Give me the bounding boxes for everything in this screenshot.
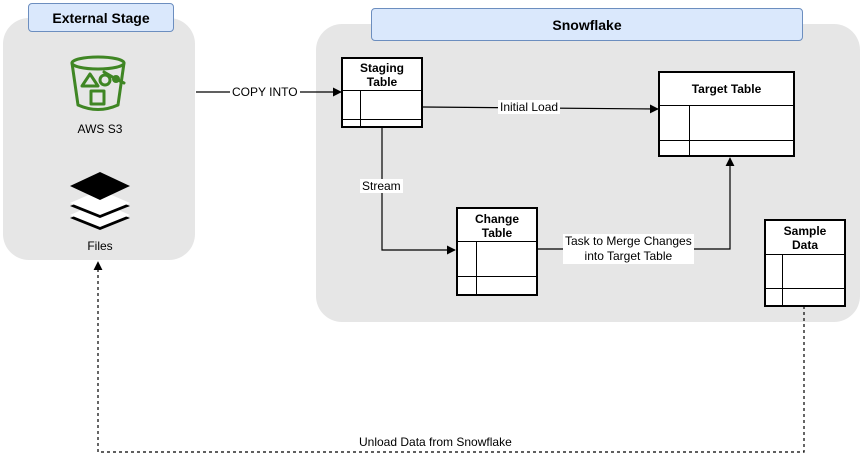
change-table-title: Change Table [474, 212, 519, 240]
unload-label: Unload Data from Snowflake [357, 435, 514, 449]
aws-s3-label: AWS S3 [77, 122, 123, 136]
target-table-title: Target Table [691, 82, 762, 96]
merge-label: Task to Merge Changes into Target Table [563, 234, 694, 264]
target-table: Target Table [658, 71, 795, 157]
sample-data-table: Sample Data [764, 219, 846, 307]
aws-s3-bucket-icon [70, 55, 126, 111]
external-stage-header: External Stage [28, 3, 174, 32]
copy-into-label: COPY INTO [230, 85, 300, 99]
external-stage-title: External Stage [52, 9, 150, 26]
staging-table: Staging Table [341, 57, 423, 128]
unload-arrow [93, 261, 805, 453]
initial-load-label: Initial Load [498, 100, 561, 114]
staging-table-title: Staging Table [360, 61, 404, 89]
sample-data-title: Sample Data [783, 224, 827, 252]
stream-label: Stream [360, 179, 403, 193]
snowflake-title: Snowflake [552, 16, 622, 33]
merge-label-line2: into Target Table [584, 249, 673, 263]
snowflake-header: Snowflake [371, 8, 803, 41]
layers-icon [70, 172, 130, 230]
files-label: Files [87, 239, 113, 253]
merge-label-line1: Task to Merge Changes [565, 234, 692, 248]
stream-arrow [381, 128, 456, 255]
change-table: Change Table [456, 207, 538, 296]
